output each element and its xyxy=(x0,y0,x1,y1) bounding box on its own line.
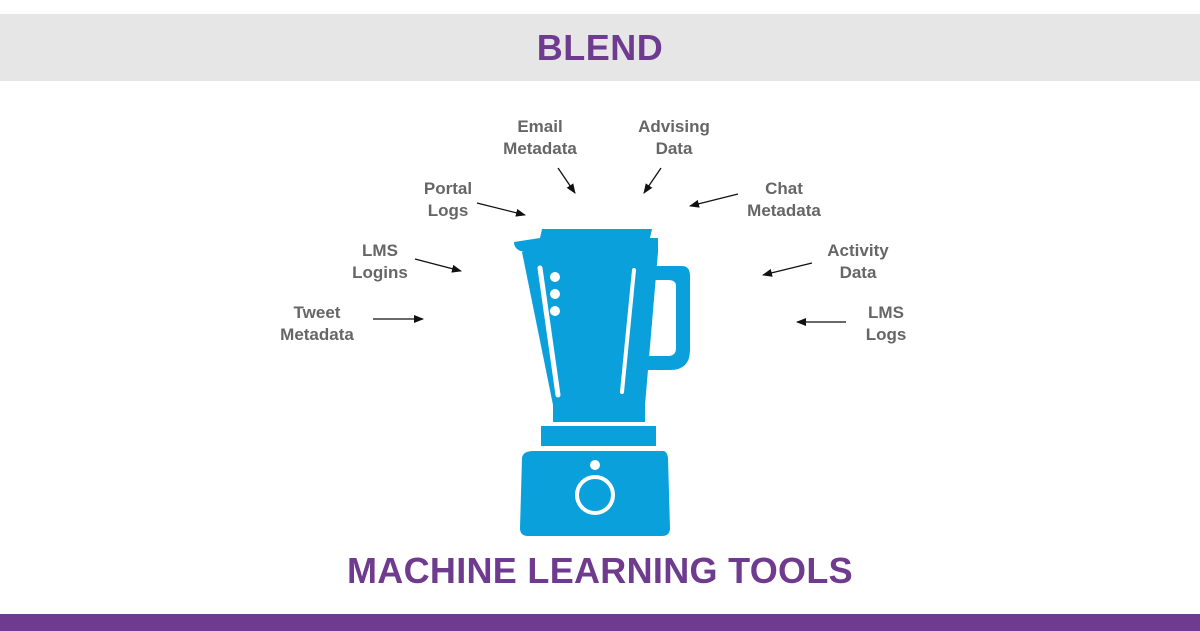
header-band: BLEND xyxy=(0,14,1200,81)
source-label-lms-logins: LMS Logins xyxy=(352,241,408,282)
arrow-activity-data xyxy=(762,262,813,277)
source-label-portal-logs: Portal Logs xyxy=(423,179,473,220)
source-label-activity-data: Activity Data xyxy=(827,241,889,282)
source-label-email-metadata: Email Metadata xyxy=(503,117,577,158)
page-title: BLEND xyxy=(536,26,664,68)
source-label-advising-data: Advising Data xyxy=(638,117,710,158)
arrow-chat-metadata xyxy=(689,193,739,208)
arrow-lms-logins xyxy=(414,258,462,273)
arrow-email-metadata xyxy=(557,167,576,194)
arrow-advising-data xyxy=(643,167,662,194)
source-label-lms-logs: LMS Logs xyxy=(865,303,907,344)
source-label-tweet-metadata: Tweet Metadata xyxy=(280,303,354,344)
source-label-chat-metadata: Chat Metadata xyxy=(747,179,821,220)
footer-title: MACHINE LEARNING TOOLS xyxy=(347,550,853,591)
arrow-portal-logs xyxy=(476,202,526,217)
bottom-accent-bar xyxy=(0,614,1200,631)
